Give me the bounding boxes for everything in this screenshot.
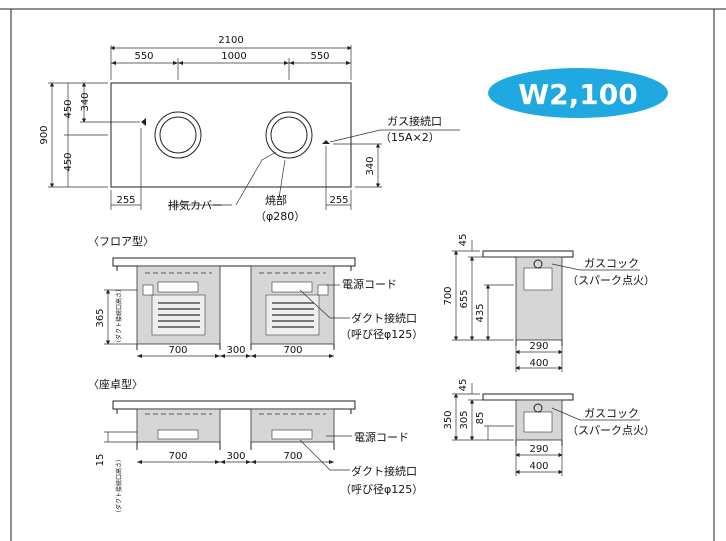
dim-height-total: 900 xyxy=(39,125,50,144)
floor-dim-700a: 700 xyxy=(168,345,187,356)
zataku-side-w400: 400 xyxy=(529,461,548,472)
floor-side-note: （ダクト接続口高さ） xyxy=(115,286,123,346)
dim-w-left: 550 xyxy=(134,51,153,62)
floor-dim-700b: 700 xyxy=(283,345,302,356)
dim-total-width: 2100 xyxy=(218,35,243,46)
floor-power-cord-label: 電源コード xyxy=(342,277,397,291)
zataku-gas-cock-label: ガスコック xyxy=(584,407,639,420)
gas-inlet-spec: （15A×2） xyxy=(380,131,440,144)
floor-side-h700: 700 xyxy=(443,286,454,305)
floor-side-h655: 655 xyxy=(459,289,470,308)
exhaust-cover-label: 排気カバー xyxy=(168,198,223,212)
burner-circle xyxy=(265,111,313,159)
floor-type-title: 〈フロア型〉 xyxy=(88,234,154,248)
dim-w-mid: 1000 xyxy=(221,51,246,62)
floor-dim-side-height: 365 xyxy=(95,308,106,327)
floor-type-front-view: 〈フロア型〉 700 300 700 365 （ダクト接続口高さ） xyxy=(88,234,423,358)
burner-spec: （φ280） xyxy=(255,210,305,223)
zataku-dim-700a: 700 xyxy=(168,451,187,462)
floor-duct-spec: （呼び径φ125） xyxy=(340,328,423,341)
zataku-type-side-view: 45 350 305 85 290 400 ガスコック （スパーク点火） xyxy=(443,379,655,476)
floor-gas-cock-label: ガスコック xyxy=(584,257,639,270)
zataku-power-cord-label: 電源コード xyxy=(354,430,409,444)
badge-text: W2,100 xyxy=(518,78,637,111)
gas-inlet-label: ガス接続口 xyxy=(387,114,442,128)
zataku-gas-cock-spec: （スパーク点火） xyxy=(567,424,655,437)
gas-inlet-marker-icon xyxy=(322,140,330,144)
zataku-type-front-view: 〈座卓型〉 700 300 700 15 （ダクト接続口高さ） 電源コード ダク… xyxy=(88,377,423,516)
left-marker-icon xyxy=(141,118,146,126)
floor-duct-label: ダクト接続口 xyxy=(351,311,417,325)
zataku-type-title: 〈座卓型〉 xyxy=(88,377,143,391)
top-view: 2100 550 1000 550 900 450 340 450 340 25… xyxy=(39,35,460,223)
floor-type-side-view: 45 700 655 435 290 400 ガスコック （スパーク点火） xyxy=(443,234,655,372)
floor-side-w290: 290 xyxy=(529,341,548,352)
zataku-side-h85: 85 xyxy=(475,412,486,425)
zataku-dim-side-height: 15 xyxy=(95,454,106,467)
top-plate xyxy=(110,82,352,188)
sheet-frame xyxy=(0,8,726,541)
dim-bottom-left: 255 xyxy=(116,195,135,206)
zataku-duct-label: ダクト接続口 xyxy=(351,464,417,478)
zataku-side-note: （ダクト接続口高さ） xyxy=(115,456,123,516)
dim-h-upper-inner: 340 xyxy=(80,92,91,111)
burner-label: 焼部 xyxy=(265,193,287,207)
dim-bottom-right: 255 xyxy=(329,195,348,206)
zataku-dim-700b: 700 xyxy=(283,451,302,462)
zataku-side-h45: 45 xyxy=(458,379,469,392)
dim-w-right: 550 xyxy=(310,51,329,62)
zataku-side-h350: 350 xyxy=(443,410,454,429)
zataku-side-h305: 305 xyxy=(459,410,470,429)
zataku-side-w290: 290 xyxy=(529,444,548,455)
dim-h-upper-outer: 450 xyxy=(63,99,74,118)
floor-side-w400: 400 xyxy=(529,358,548,369)
floor-side-h435: 435 xyxy=(475,303,486,322)
dim-h-lower: 450 xyxy=(63,152,74,171)
floor-dim-300: 300 xyxy=(226,345,245,356)
dim-h-right-low: 340 xyxy=(365,156,376,175)
floor-side-h45: 45 xyxy=(458,234,469,247)
zataku-duct-spec: （呼び径φ125） xyxy=(340,483,423,496)
exhaust-cover-circle xyxy=(154,111,202,159)
zataku-dim-300: 300 xyxy=(226,451,245,462)
width-badge: W2,100 xyxy=(488,68,668,118)
floor-gas-cock-spec: （スパーク点火） xyxy=(567,274,655,287)
